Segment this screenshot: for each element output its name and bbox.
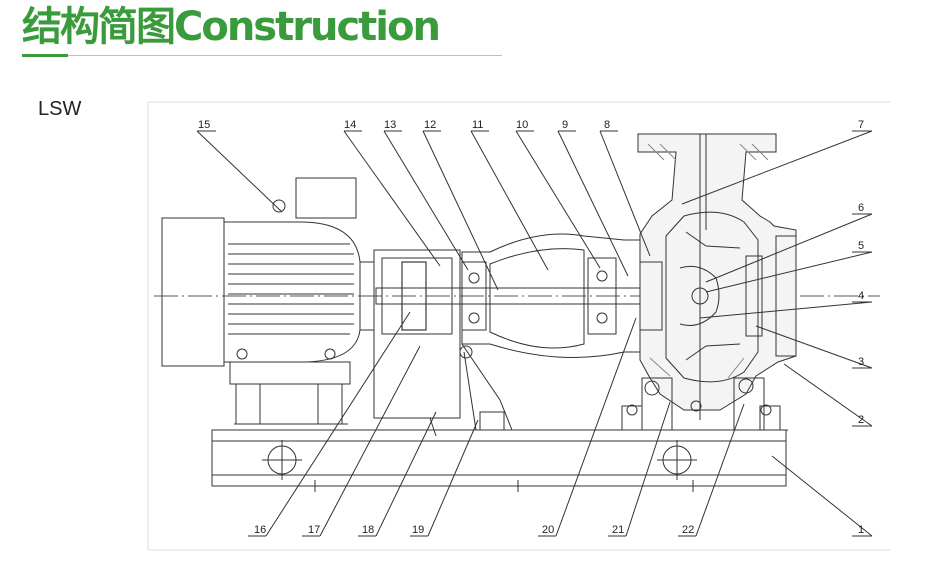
callout-15: 15 [198, 119, 210, 131]
callout-19: 19 [412, 524, 424, 536]
callout-11: 11 [472, 119, 483, 131]
callout-14: 14 [344, 119, 356, 131]
callout-1: 1 [858, 524, 864, 536]
callout-17: 17 [308, 524, 320, 536]
callout-22: 22 [682, 524, 694, 536]
page-title: 结构简图Construction [22, 4, 441, 50]
callout-9: 9 [562, 119, 568, 131]
callout-18: 18 [362, 524, 374, 536]
motor [161, 177, 375, 425]
callout-21: 21 [612, 524, 624, 536]
callout-16: 16 [254, 524, 266, 536]
callout-12: 12 [424, 119, 436, 131]
pump-casing [626, 133, 797, 431]
pump-supports [621, 378, 788, 431]
bearing-housing [459, 233, 641, 431]
callout-13: 13 [384, 119, 396, 131]
title-divider [22, 55, 502, 56]
callout-3: 3 [858, 356, 864, 368]
callout-5: 5 [858, 240, 864, 252]
leader-lines [196, 130, 873, 537]
base-frame [211, 429, 787, 492]
callout-8: 8 [604, 119, 610, 131]
callout-10: 10 [516, 119, 528, 131]
callout-2: 2 [858, 414, 864, 426]
callout-6: 6 [858, 202, 864, 214]
callout-7: 7 [858, 119, 864, 131]
title-accent-bar [22, 54, 68, 57]
callout-20: 20 [542, 524, 554, 536]
callout-4: 4 [858, 290, 864, 302]
model-label: LSW [38, 98, 82, 120]
